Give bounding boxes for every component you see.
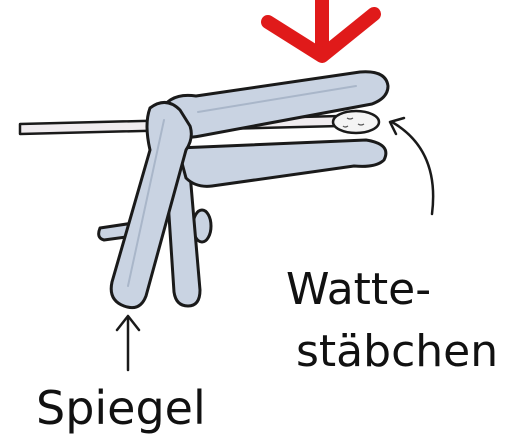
curved-arrow-icon <box>390 118 433 214</box>
red-down-arrow-icon <box>268 0 374 56</box>
swab-label-line1: Watte- <box>286 264 431 315</box>
speculum-label: Spiegel <box>36 381 206 435</box>
up-arrow-icon <box>117 316 139 370</box>
cotton-tip <box>333 111 379 133</box>
swab-label-line2: stäbchen <box>296 326 498 377</box>
